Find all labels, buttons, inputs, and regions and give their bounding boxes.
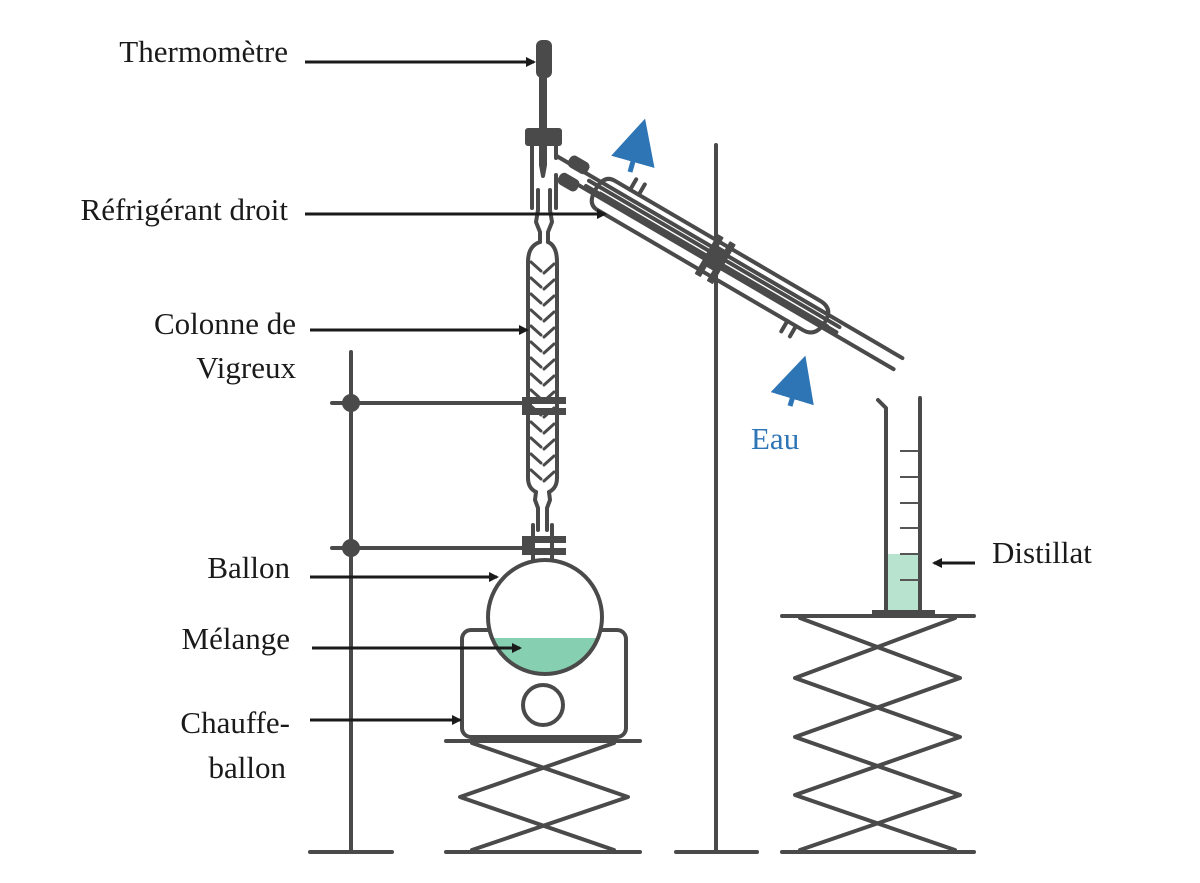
vigreux-indent xyxy=(542,326,556,339)
vigreux-indent xyxy=(542,342,556,355)
vigreux-indent xyxy=(542,358,556,371)
label-condenser: Réfrigérant droit xyxy=(81,192,289,227)
water-in-arrow-icon xyxy=(770,355,814,407)
right-lab-jack xyxy=(780,614,976,854)
vigreux-indent xyxy=(529,436,543,449)
still-head xyxy=(525,128,562,244)
vigreux-indent xyxy=(542,470,556,483)
vigreux-column xyxy=(522,240,566,564)
label-column-line1: Colonne de xyxy=(154,306,296,341)
vigreux-indent xyxy=(529,260,543,273)
water-out-arrow-icon xyxy=(611,118,655,173)
label-distillate: Distillat xyxy=(992,535,1092,570)
thermometer xyxy=(536,40,552,178)
left-stand xyxy=(308,350,524,854)
vigreux-indent xyxy=(542,294,556,307)
graduated-cylinder xyxy=(872,396,935,616)
vigreux-indent xyxy=(542,454,556,467)
vigreux-indent xyxy=(529,420,543,433)
distillate-liquid xyxy=(888,554,919,612)
label-mixture: Mélange xyxy=(182,621,290,656)
label-column-line2: Vigreux xyxy=(196,350,296,385)
vigreux-indent xyxy=(529,340,543,353)
vigreux-indent xyxy=(529,308,543,321)
round-bottom-flask xyxy=(486,558,604,676)
vigreux-indent xyxy=(529,356,543,369)
vigreux-indent xyxy=(529,468,543,481)
mixture-liquid xyxy=(488,638,602,674)
vigreux-indent xyxy=(542,422,556,435)
vigreux-indent xyxy=(542,278,556,291)
vigreux-indent xyxy=(542,374,556,387)
label-flask: Ballon xyxy=(207,550,290,585)
vigreux-indent xyxy=(529,452,543,465)
vigreux-indent xyxy=(529,292,543,305)
vigreux-indent xyxy=(542,262,556,275)
vigreux-indent xyxy=(529,324,543,337)
vigreux-indent xyxy=(529,276,543,289)
label-heater-line2: ballon xyxy=(209,750,287,785)
label-thermometer: Thermomètre xyxy=(119,34,288,69)
vigreux-indent xyxy=(542,310,556,323)
vigreux-indent xyxy=(542,438,556,451)
left-lab-jack xyxy=(444,739,642,854)
vigreux-indent xyxy=(529,372,543,385)
condenser xyxy=(555,154,905,372)
label-water: Eau xyxy=(751,421,799,456)
label-heater-line1: Chauffe- xyxy=(180,705,290,740)
